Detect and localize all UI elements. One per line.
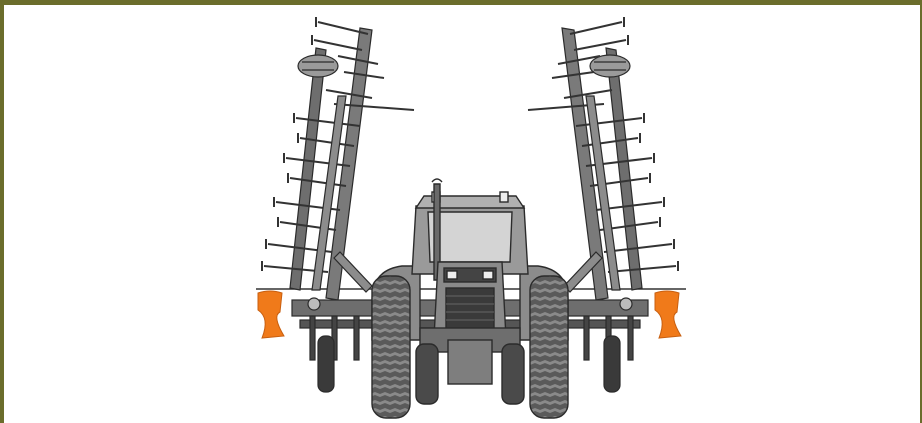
orange-flag-left [258,291,284,338]
tractor-icon [372,179,568,418]
cultivator-wing-right [528,17,678,300]
orange-flag-right [655,291,681,338]
cultivator-wing-left [262,17,414,300]
